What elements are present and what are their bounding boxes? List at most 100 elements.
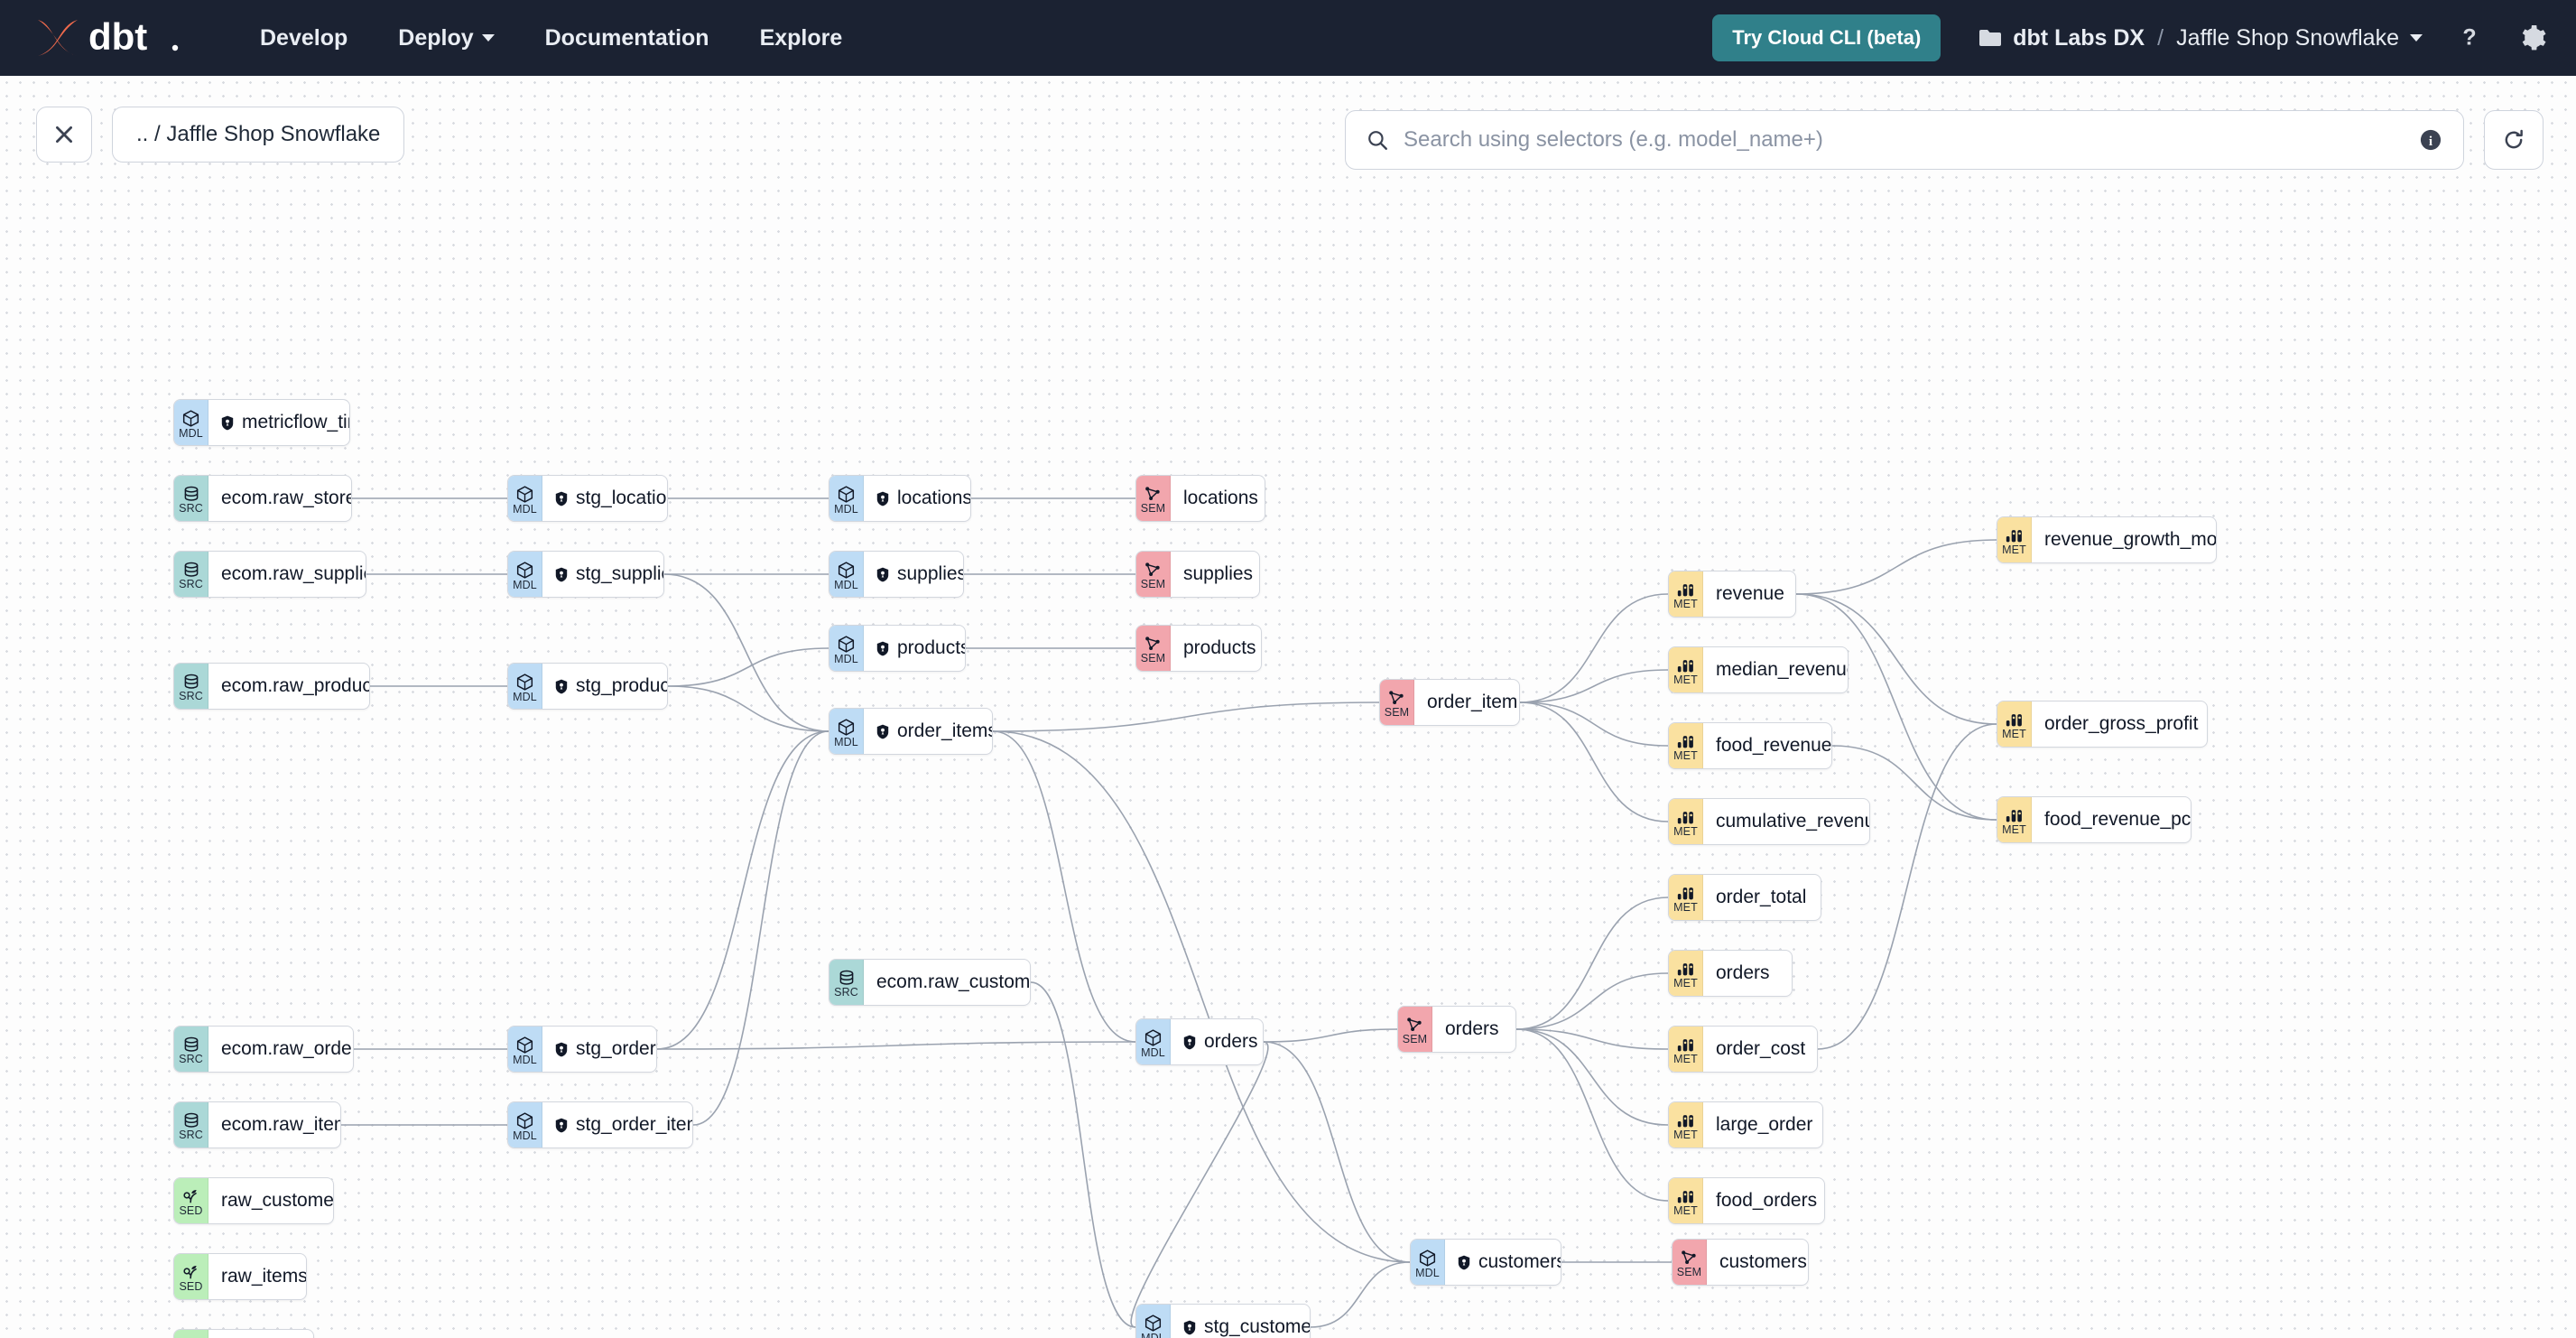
- node-type-label: MDL: [834, 652, 858, 665]
- graph-node-stg_locations[interactable]: MDL stg_locations: [507, 475, 668, 522]
- lineage-edge: [663, 573, 829, 732]
- cube-icon: [516, 1111, 533, 1129]
- node-label: order_items: [897, 720, 993, 741]
- breadcrumb-pill[interactable]: .. / Jaffle Shop Snowflake: [112, 107, 405, 163]
- node-label-wrap: food_revenue_pct: [2032, 797, 2191, 842]
- nav-link-deploy[interactable]: Deploy: [373, 25, 519, 51]
- node-type-label: MET: [1673, 748, 1698, 762]
- bar-chart-icon: [1677, 811, 1693, 823]
- node-type-badge-mdl: MDL: [829, 709, 864, 754]
- graph-node-mdl_order_items[interactable]: MDL order_items: [829, 708, 993, 755]
- node-type-label: MDL: [513, 502, 537, 516]
- node-label: stg_orders: [576, 1038, 657, 1059]
- node-type-badge-met: MET: [1997, 797, 2032, 842]
- svg-text:dbt: dbt: [88, 15, 147, 58]
- nav-link-documentation[interactable]: Documentation: [520, 25, 735, 51]
- nav-link-develop[interactable]: Develop: [235, 25, 373, 51]
- node-label-wrap: orders: [1432, 1007, 1515, 1052]
- node-type-label: MET: [1673, 976, 1698, 990]
- lineage-graph-canvas[interactable]: MDLmetricflow_time_spineSRCecom.raw_stor…: [0, 76, 2576, 1338]
- search-bar[interactable]: i: [1345, 110, 2464, 170]
- nav-link-explore[interactable]: Explore: [735, 25, 868, 51]
- node-type-badge-sem: SEM: [1380, 680, 1414, 725]
- lineage-edge: [992, 702, 1380, 732]
- close-lineage-button[interactable]: [36, 107, 92, 163]
- node-label: metricflow_time_spine: [242, 412, 349, 432]
- refresh-button[interactable]: [2484, 110, 2544, 170]
- refresh-icon: [2505, 129, 2523, 149]
- graph-icon: [1682, 1250, 1696, 1264]
- graph-node-mdl_products[interactable]: MDL products: [829, 625, 966, 672]
- node-type-label: MDL: [513, 1129, 537, 1142]
- node-label: stg_locations: [576, 488, 667, 508]
- contract-shield-icon: [1183, 1035, 1196, 1049]
- search-input[interactable]: [1404, 127, 2418, 153]
- graph-node-stg_order_items[interactable]: MDL stg_order_items: [507, 1101, 693, 1148]
- graph-node-met_revenue[interactable]: MET revenue: [1668, 571, 1796, 618]
- help-button[interactable]: ?: [2453, 22, 2486, 54]
- dbt-wordmark: dbt: [88, 15, 179, 58]
- node-type-label: SRC: [179, 689, 203, 702]
- dbt-logo[interactable]: dbt: [32, 14, 188, 61]
- try-cloud-cli-button[interactable]: Try Cloud CLI (beta): [1712, 14, 1941, 61]
- settings-button[interactable]: [2516, 22, 2549, 54]
- contract-shield-icon: [555, 1118, 568, 1132]
- node-label: revenue: [1716, 583, 1784, 604]
- info-icon[interactable]: i: [2418, 127, 2443, 153]
- node-label: stg_products: [576, 675, 667, 696]
- project-selector[interactable]: Jaffle Shop Snowflake: [2176, 25, 2423, 51]
- node-label-wrap: orders: [1171, 1019, 1263, 1064]
- node-type-badge-sem: SEM: [1136, 626, 1171, 671]
- bar-chart-icon: [2006, 529, 2022, 542]
- lineage-edge: [1519, 702, 1669, 822]
- account-name[interactable]: dbt Labs DX: [2013, 24, 2145, 51]
- node-label-wrap: locations: [864, 476, 970, 521]
- node-type-label: SEM: [1384, 706, 1410, 719]
- bar-chart-icon: [1677, 887, 1693, 899]
- node-type-label: MET: [1673, 597, 1698, 610]
- node-type-label: SRC: [179, 1052, 203, 1065]
- node-label-wrap: products: [864, 626, 965, 671]
- node-type-badge-sem: SEM: [1673, 1240, 1707, 1285]
- cube-icon: [1144, 1028, 1162, 1046]
- node-label: stg_order_items: [576, 1114, 692, 1135]
- close-icon: [56, 126, 72, 143]
- node-type-label: SRC: [179, 577, 203, 590]
- node-label: ecom.raw_stores: [221, 488, 352, 508]
